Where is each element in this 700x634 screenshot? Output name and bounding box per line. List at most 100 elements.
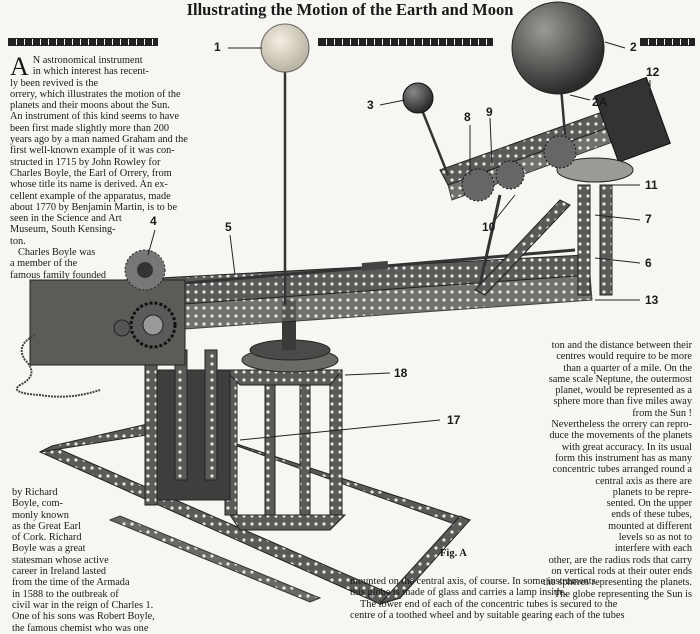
right-line: levels so as not to (618, 532, 692, 544)
left-top-line: ly been revived is the (10, 77, 99, 89)
left-bottom-line: the famous chemist who was one (12, 622, 149, 634)
left-top-line: Museum, South Kensing- (10, 224, 116, 236)
right-line: centres would require to be more (556, 351, 692, 363)
left-top-line: about 1770 by Benjamin Martin, is to be (10, 201, 178, 213)
label-12: 12 (646, 65, 660, 79)
left-top-line: whose title its name is derived. An ex- (10, 179, 168, 191)
label-8: 8 (464, 110, 471, 124)
right-line: interfere with each (614, 543, 692, 555)
label-7: 7 (645, 212, 652, 226)
label-6: 6 (645, 256, 652, 270)
orrery-illustration (15, 1, 671, 605)
page-title: Illustrating the Motion of the Earth and… (186, 0, 514, 19)
main-beam (29, 248, 593, 366)
motor-box (144, 349, 231, 506)
right-line: planet, would be represented as a (555, 385, 692, 397)
left-top-line: Charles Boyle was (18, 247, 96, 259)
earth-globe (511, 1, 605, 95)
label-2: 2 (630, 40, 637, 54)
label-5: 5 (225, 220, 232, 234)
ornament-right (640, 38, 695, 46)
right-line: The globe representing the Sun is (553, 588, 692, 600)
bottom-line: mounted on the central axis, of course. … (350, 576, 596, 587)
ornament-mid (318, 38, 493, 46)
left-bottom-line: Boyle was a great (12, 543, 86, 555)
label-2a: 2A (592, 95, 608, 109)
left-column-top: A N astronomical instrument in which int… (10, 52, 215, 281)
left-bottom-line: of Cork. Richard (12, 532, 82, 544)
bottom-line: The lower end of each of the concentric … (360, 598, 618, 610)
left-top-line: Charles Boyle, the Earl of Orrery, from (10, 167, 172, 179)
right-line: ton and the distance between their (551, 340, 692, 351)
label-17: 17 (447, 413, 461, 427)
bottom-line: this globe is made of glass and carries … (350, 587, 567, 599)
right-line: other, are the radius rods that carry (548, 554, 692, 566)
left-top-line: ton. (10, 235, 26, 247)
left-bottom-line: in 1588 to the outbreak of (12, 588, 119, 600)
label-1: 1 (214, 40, 221, 54)
right-line: with great accuracy. In its usual (561, 441, 692, 453)
left-bottom-line: career in Ireland lasted (12, 566, 107, 578)
moon-globe (402, 82, 434, 114)
label-13: 13 (645, 293, 659, 307)
left-bottom-line: statesman whose active (12, 554, 109, 566)
right-line: same scale Neptune, the outermost (548, 373, 692, 385)
right-line: the spheres representing the planets. (543, 577, 692, 589)
dropcap: A (10, 52, 29, 81)
left-top-line: first well-known example of it was con- (10, 145, 175, 157)
leader-lines (147, 41, 651, 441)
right-line: sphere more than five miles away (553, 396, 692, 408)
left-top-line: in which interest has recent- (32, 66, 149, 78)
left-top-line: famous family founded (10, 269, 107, 281)
left-top-line: years ago by a man named Graham and the (10, 134, 188, 146)
power-cable (15, 334, 101, 398)
label-10: 10 (482, 220, 496, 234)
right-line: on vertical rods at their outer ends (551, 565, 692, 577)
earth-arm (439, 76, 671, 286)
left-top-line: planets and their moons about the Sun. (10, 100, 170, 112)
right-line: planets to be repre- (612, 486, 692, 498)
right-line: than a quarter of a mile. On the (563, 362, 692, 374)
left-bottom-line: from the time of the Armada (12, 577, 130, 589)
label-3: 3 (367, 98, 374, 112)
right-line: sented. On the upper (606, 498, 692, 510)
ornament-left (8, 38, 158, 46)
left-bottom-line: civil war in the reign of Charles 1. (12, 599, 154, 611)
right-line: ends of these tubes, (611, 509, 692, 521)
right-support (474, 184, 613, 296)
left-column-bottom: by Richard Boyle, com- monly known as th… (12, 487, 212, 634)
central-tower (223, 300, 347, 531)
left-top-line: cellent example of the apparatus, made (10, 190, 171, 202)
label-4: 4 (150, 214, 157, 228)
right-line: central axis as there are (595, 475, 692, 487)
base-frame (38, 419, 472, 605)
left-top-line: orrery, which illustrates the motion of … (10, 88, 181, 100)
left-top-line: seen in the Science and Art (10, 213, 122, 225)
right-line: Nevertheless the orrery can repro- (551, 419, 692, 431)
left-bottom-line: as the Great Earl (12, 520, 81, 532)
right-column: ton and the distance between their centr… (497, 340, 692, 600)
left-top-line: been first made slightly more than 200 (10, 122, 169, 134)
right-line: duce the movements of the planets (549, 430, 692, 442)
label-9: 9 (486, 105, 493, 119)
left-bottom-line: One of his sons was Robert Boyle, (12, 611, 155, 623)
left-bottom-line: by Richard (12, 487, 58, 498)
gear-assembly-left (113, 249, 177, 349)
bottom-line: centre of a toothed wheel and by suitabl… (350, 609, 625, 621)
moon-rod (418, 104, 450, 176)
left-top-line: structed in 1715 by John Rowley for (10, 156, 161, 168)
right-line: mounted at different (608, 520, 692, 532)
left-bottom-line: monly known (12, 509, 69, 521)
bottom-text: mounted on the central axis, of course. … (350, 576, 695, 621)
figure-caption: Fig. A (440, 548, 467, 559)
left-top-line: N astronomical instrument (32, 55, 143, 66)
sun-globe (260, 23, 310, 73)
label-11: 11 (645, 178, 658, 192)
left-top-line: a member of the (10, 258, 78, 270)
right-line: concentric tubes arranged round a (552, 464, 692, 476)
left-bottom-line: Boyle, com- (12, 498, 63, 510)
right-line: from the Sun ! (632, 407, 692, 419)
label-18: 18 (394, 366, 408, 380)
left-top-line: An instrument of this kind seems to have (10, 111, 180, 123)
right-line: form this instrument has as many (555, 452, 692, 464)
